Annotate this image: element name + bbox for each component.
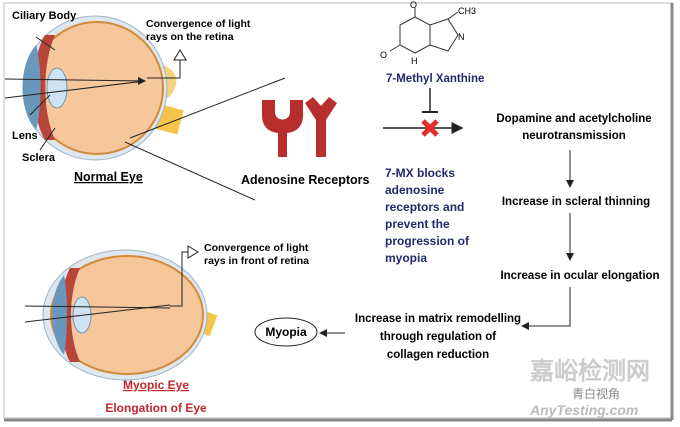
myopia-oval <box>254 317 318 347</box>
molecule-name: 7-Methyl Xanthine <box>386 73 484 85</box>
convergence-normal-line1: Convergence of light <box>146 18 251 30</box>
watermark-cn: 嘉峪检测网 <box>530 357 650 385</box>
myopic-eye-title: Myopic Eye <box>123 378 189 392</box>
convergence-myopic-line2: rays in front of retina <box>204 255 309 267</box>
blocking-line: receptors and <box>385 200 464 214</box>
normal-eye-title: Normal Eye <box>74 170 143 184</box>
watermark-en: AnyTesting.com <box>529 402 638 418</box>
7-methyl-xanthine-structure <box>389 8 459 54</box>
convergence-normal-line2: rays on the retina <box>146 31 234 43</box>
convergence-myopic-line1: Convergence of light <box>204 242 309 254</box>
step-matrix-remodelling-line3: collagen reduction <box>387 349 489 361</box>
blocking-line: progression of <box>385 234 470 248</box>
sclera-label: Sclera <box>22 152 56 164</box>
step-matrix-remodelling-line2: through regulation of <box>380 331 496 343</box>
blocking-line: prevent the <box>385 217 450 231</box>
step-ocular-elongation: Increase in ocular elongation <box>500 270 659 282</box>
myopia-outcome: Myopia <box>265 325 307 339</box>
atom-o1: O <box>410 0 417 10</box>
blocking-text: 7-MX blocks adenosine receptors and prev… <box>385 166 470 265</box>
pathway: Dopamine and acetylcholine neurotransmis… <box>355 113 660 361</box>
atom-ch3: CH3 <box>458 6 476 16</box>
blocking-line: adenosine <box>385 183 445 197</box>
lens-label: Lens <box>12 130 38 142</box>
step-dopamine: Dopamine and acetylcholine <box>496 113 651 125</box>
ciliary-body-label: Ciliary Body <box>12 10 77 22</box>
atom-o2: O <box>380 50 387 60</box>
adenosine-receptors-label: Adenosine Receptors <box>241 173 370 187</box>
step-dopamine-line2: neurotransmission <box>522 130 626 142</box>
adenosine-receptor-icons <box>262 97 337 157</box>
atom-h: H <box>411 56 418 66</box>
step-matrix-remodelling: Increase in matrix remodelling <box>355 313 521 325</box>
myopic-eye-illustration <box>24 245 218 381</box>
step-scleral-thinning: Increase in scleral thinning <box>502 196 650 208</box>
myopic-eye-subtitle: Elongation of Eye <box>105 401 207 415</box>
normal-eye-illustration <box>4 15 286 201</box>
block-x-icon <box>421 119 439 137</box>
atom-n: N <box>458 32 465 42</box>
arrow-elbow <box>521 287 571 330</box>
watermark-account: 青白视角 <box>572 386 620 401</box>
blocking-line: 7-MX blocks <box>385 166 455 180</box>
blocking-line: myopia <box>385 251 427 265</box>
